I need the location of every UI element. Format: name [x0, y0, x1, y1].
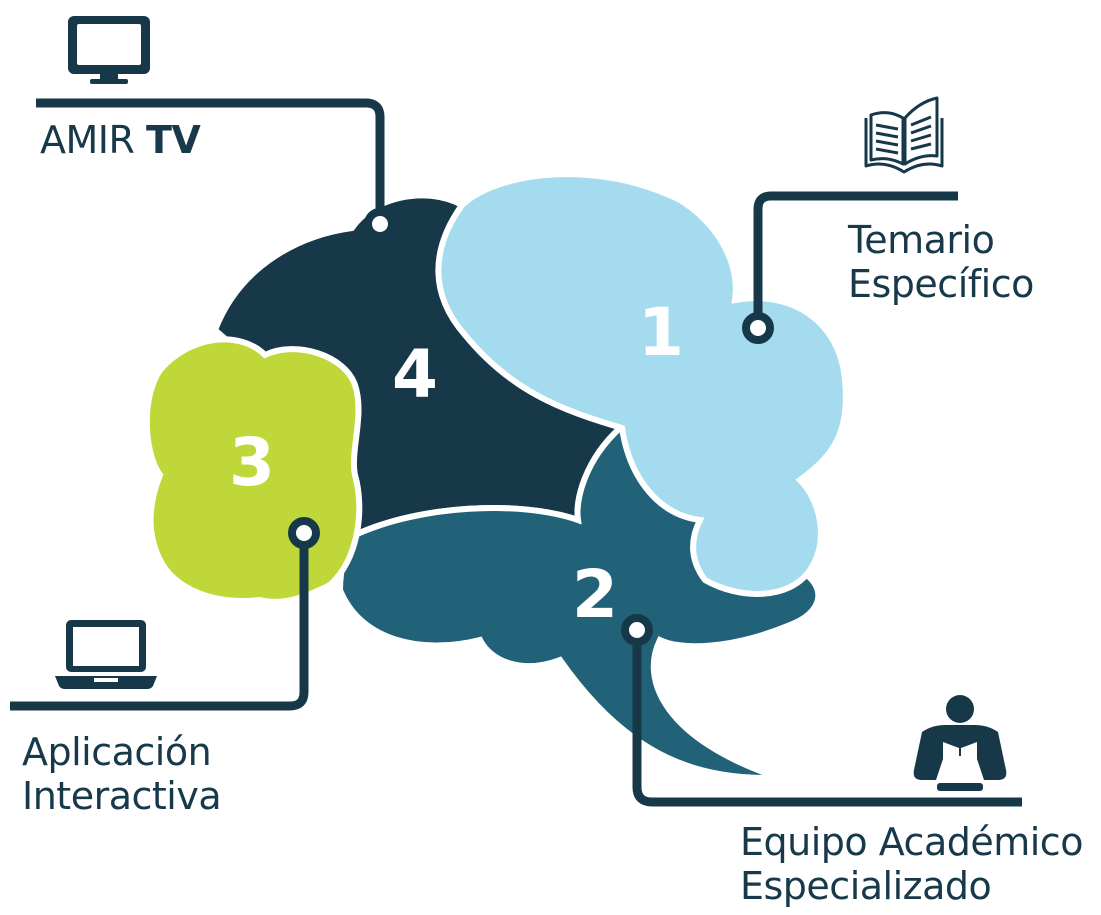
temario-label: Temario Específico [848, 218, 1034, 306]
region-number-2: 2 [572, 556, 618, 633]
amir-tv-bold: TV [145, 118, 201, 162]
amir-tv-label: AMIR TV [40, 118, 201, 162]
monitor-icon [68, 16, 150, 84]
connector-dot-temario [742, 312, 774, 344]
temario-line2: Específico [848, 262, 1034, 306]
aplicacion-label: Aplicación Interactiva [22, 730, 222, 818]
laptop-icon [55, 620, 157, 689]
connector-dot-aplicacion [288, 517, 320, 549]
aplicacion-line2: Interactiva [22, 774, 222, 818]
region-number-3: 3 [229, 424, 275, 501]
equipo-line2: Especializado [740, 864, 992, 908]
reader-icon [913, 695, 1007, 791]
connector-dot-equipo [621, 614, 653, 646]
connector-dot-amir-tv [364, 208, 396, 240]
brain-region-1 [435, 171, 849, 597]
book-icon [864, 96, 944, 174]
region-number-4: 4 [392, 336, 438, 413]
connector-line-equipo [632, 632, 1022, 807]
equipo-label: Equipo Académico Especializado [740, 820, 1083, 908]
equipo-line1: Equipo Académico [740, 820, 1083, 864]
connector-line-temario [753, 191, 958, 326]
connector-line-amir-tv [36, 98, 385, 222]
temario-line1: Temario [848, 218, 995, 262]
aplicacion-line1: Aplicación [22, 730, 212, 774]
amir-tv-text: AMIR [40, 118, 146, 162]
region-number-1: 1 [638, 294, 684, 371]
connector-line-aplicacion [10, 535, 309, 711]
